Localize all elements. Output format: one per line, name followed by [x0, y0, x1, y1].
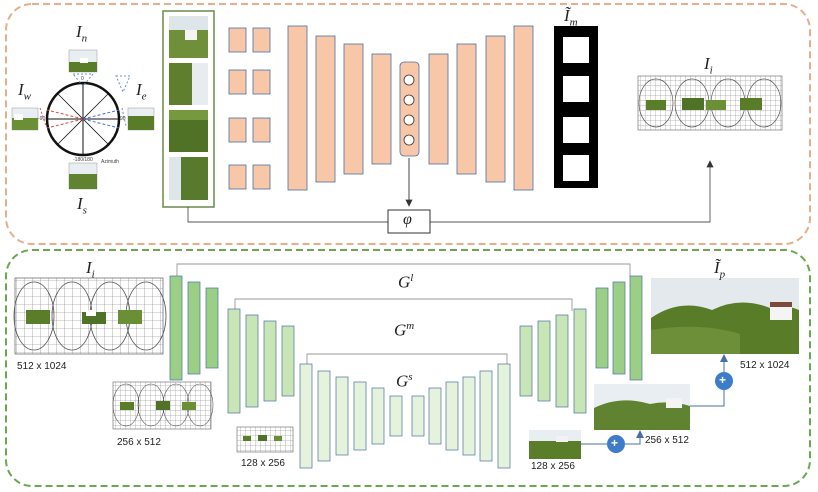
- generator-small-blocks: [299, 363, 511, 469]
- azimuth-label: Azimuth: [101, 159, 120, 165]
- label-g-large: Gl: [398, 272, 414, 292]
- encoder-decoder-bars: [287, 25, 534, 191]
- output-panorama-small: [529, 430, 581, 459]
- size-in-small: 128 x 256: [241, 458, 285, 469]
- label-i-s: Is: [77, 194, 87, 217]
- bottom-panel-border: [5, 249, 811, 487]
- label-i-n: In: [76, 22, 88, 45]
- label-g-mid: Gm: [394, 320, 415, 340]
- plus-node-large: [715, 372, 733, 390]
- compass-diagram: [39, 73, 131, 157]
- thumb-east: [127, 107, 155, 131]
- latent-bottleneck: [399, 61, 420, 157]
- label-bottom-output: Ĩp: [714, 258, 726, 281]
- top-output-panorama: [637, 75, 783, 131]
- encoder-input-blocks: [228, 27, 271, 190]
- input-panorama-small: [236, 426, 294, 453]
- generator-mid-blocks: [227, 308, 587, 414]
- plus-node-small: [607, 435, 625, 453]
- output-panorama-large: [651, 278, 799, 354]
- mask-output: [554, 26, 598, 188]
- tick-bottom: -180/180: [73, 157, 93, 163]
- tick-top: 0: [81, 76, 84, 82]
- size-in-large: 512 x 1024: [17, 361, 67, 372]
- input-panorama-mid: [112, 381, 214, 430]
- input-image-strip: [162, 10, 215, 208]
- label-g-small: Gs: [396, 371, 413, 391]
- size-out-large: 512 x 1024: [740, 360, 790, 371]
- thumb-north: [68, 49, 98, 73]
- phi-box: [387, 209, 431, 234]
- label-top-output: Ii: [704, 54, 713, 77]
- upsample-connectors: [581, 354, 728, 445]
- plus-icon-small: +: [611, 436, 619, 450]
- generator-large-blocks: [169, 275, 643, 381]
- thumb-west: [11, 107, 39, 131]
- input-panorama-large: [13, 277, 167, 355]
- label-i-w: Iw: [18, 80, 32, 103]
- label-bottom-input: Ii: [86, 258, 95, 281]
- phi-connectors: [187, 158, 714, 223]
- size-out-small: 128 x 256: [531, 461, 575, 472]
- label-i-e: Ie: [136, 80, 147, 103]
- thumb-south: [68, 162, 98, 190]
- generator-brackets: [176, 263, 631, 364]
- size-out-mid: 256 x 512: [645, 435, 689, 446]
- tick-right: 90: [120, 116, 126, 122]
- output-panorama-mid: [594, 384, 690, 430]
- size-in-mid: 256 x 512: [117, 437, 161, 448]
- label-phi: φ: [403, 211, 412, 228]
- plus-icon-large: +: [719, 373, 727, 387]
- top-panel-border: [5, 3, 811, 245]
- tick-left: -90: [38, 116, 46, 122]
- label-mask: Ĩm: [564, 6, 578, 29]
